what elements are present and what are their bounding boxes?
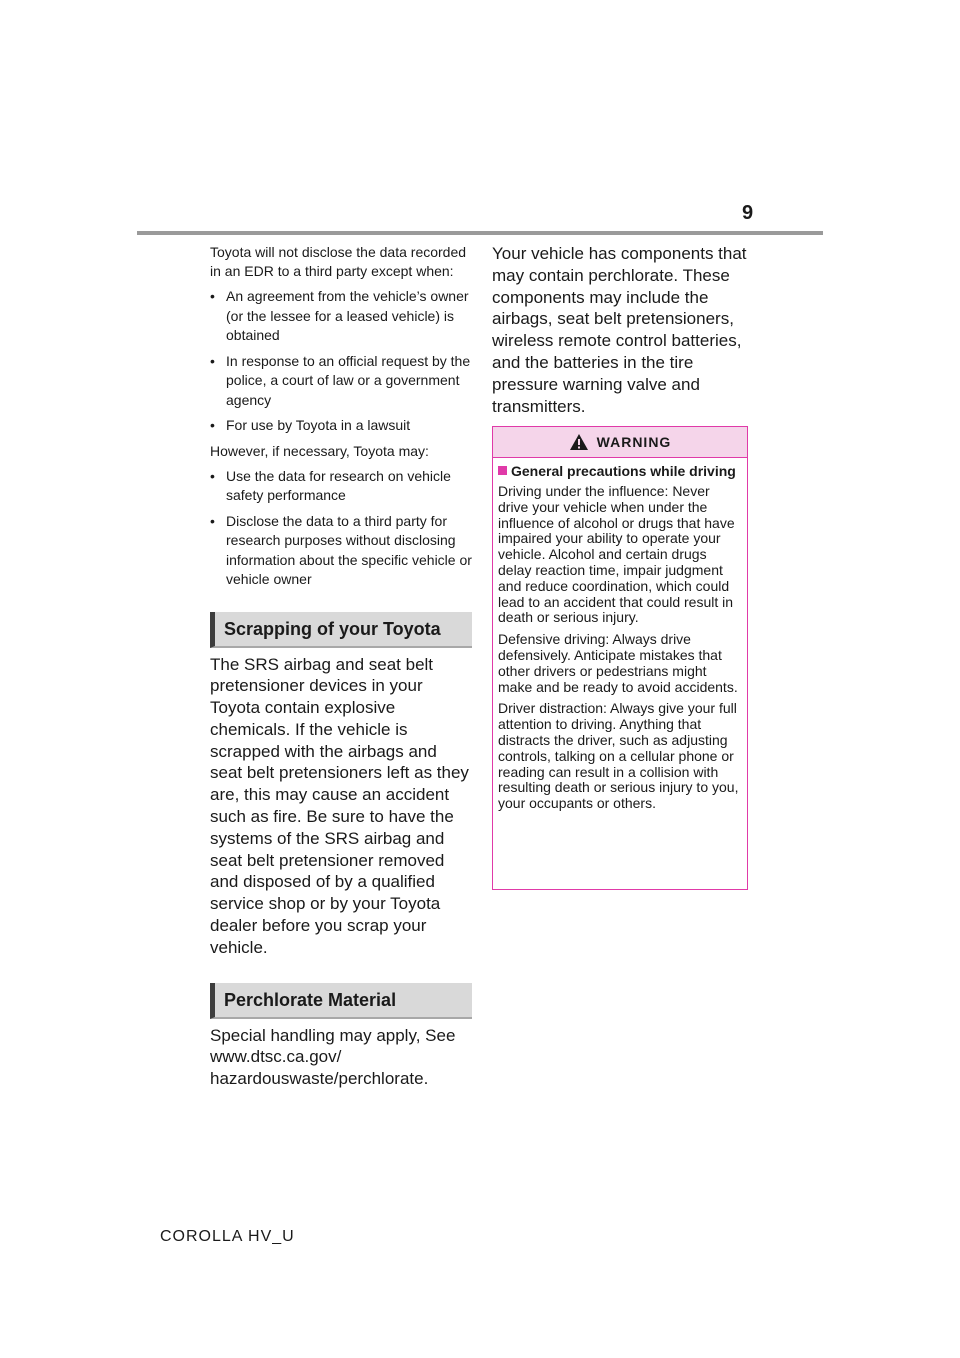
- bullet-icon: •: [210, 288, 215, 304]
- warning-box: WARNING General precautions while drivin…: [492, 426, 748, 890]
- scrapping-section-heading: Scrapping of your Toyota: [210, 611, 472, 648]
- bullet-icon: •: [210, 352, 215, 369]
- bullet-icon: •: [210, 512, 215, 529]
- footer-model-label: COROLLA HV_U: [160, 1228, 295, 1245]
- perchlorate-components-paragraph: Your vehicle has components that may con…: [492, 244, 747, 416]
- toyota-may-intro: However, if necessary, Toyota may:: [210, 442, 429, 459]
- perchlorate-section-heading: Perchlorate Material: [210, 982, 472, 1019]
- perchlorate-paragraph: Special handling may apply, See www.dtsc…: [210, 1025, 456, 1089]
- toyota-may-list: •Use the data for research on vehicle sa…: [210, 467, 472, 590]
- warning-body: General precautions while driving Drivin…: [493, 458, 747, 812]
- warning-paragraph-influence: Driving under the influence: Never drive…: [498, 483, 735, 626]
- warning-header: WARNING: [493, 427, 747, 458]
- list-item: •Disclose the data to a third party for …: [210, 512, 472, 588]
- left-column: Toyota will not disclose the data record…: [210, 243, 472, 1090]
- warning-subheading: General precautions while driving: [498, 463, 742, 479]
- disclosure-exceptions-list: •An agreement from the vehicle’s owner (…: [210, 287, 472, 436]
- bullet-icon: •: [210, 417, 215, 433]
- square-bullet-icon: [498, 466, 507, 475]
- list-item: •Use the data for research on vehicle sa…: [210, 467, 451, 504]
- edr-disclosure-intro: Toyota will not disclose the data record…: [210, 244, 467, 279]
- bullet-icon: •: [210, 467, 215, 484]
- warning-paragraph-distraction: Driver distraction: Always give your ful…: [498, 700, 739, 812]
- warning-triangle-icon: [569, 434, 588, 450]
- scrapping-paragraph: The SRS airbag and seat belt pretensione…: [210, 654, 469, 957]
- list-item: •An agreement from the vehicle’s owner (…: [210, 288, 469, 343]
- list-item: •In response to an official request by t…: [210, 352, 471, 408]
- list-item: •For use by Toyota in a lawsuit: [210, 416, 472, 436]
- warning-paragraph-defensive: Defensive driving: Always drive defensiv…: [498, 631, 738, 695]
- header-divider: [137, 231, 823, 235]
- warning-title: WARNING: [596, 434, 672, 450]
- page-number: 9: [742, 202, 754, 224]
- right-column: Your vehicle has components that may con…: [492, 243, 754, 417]
